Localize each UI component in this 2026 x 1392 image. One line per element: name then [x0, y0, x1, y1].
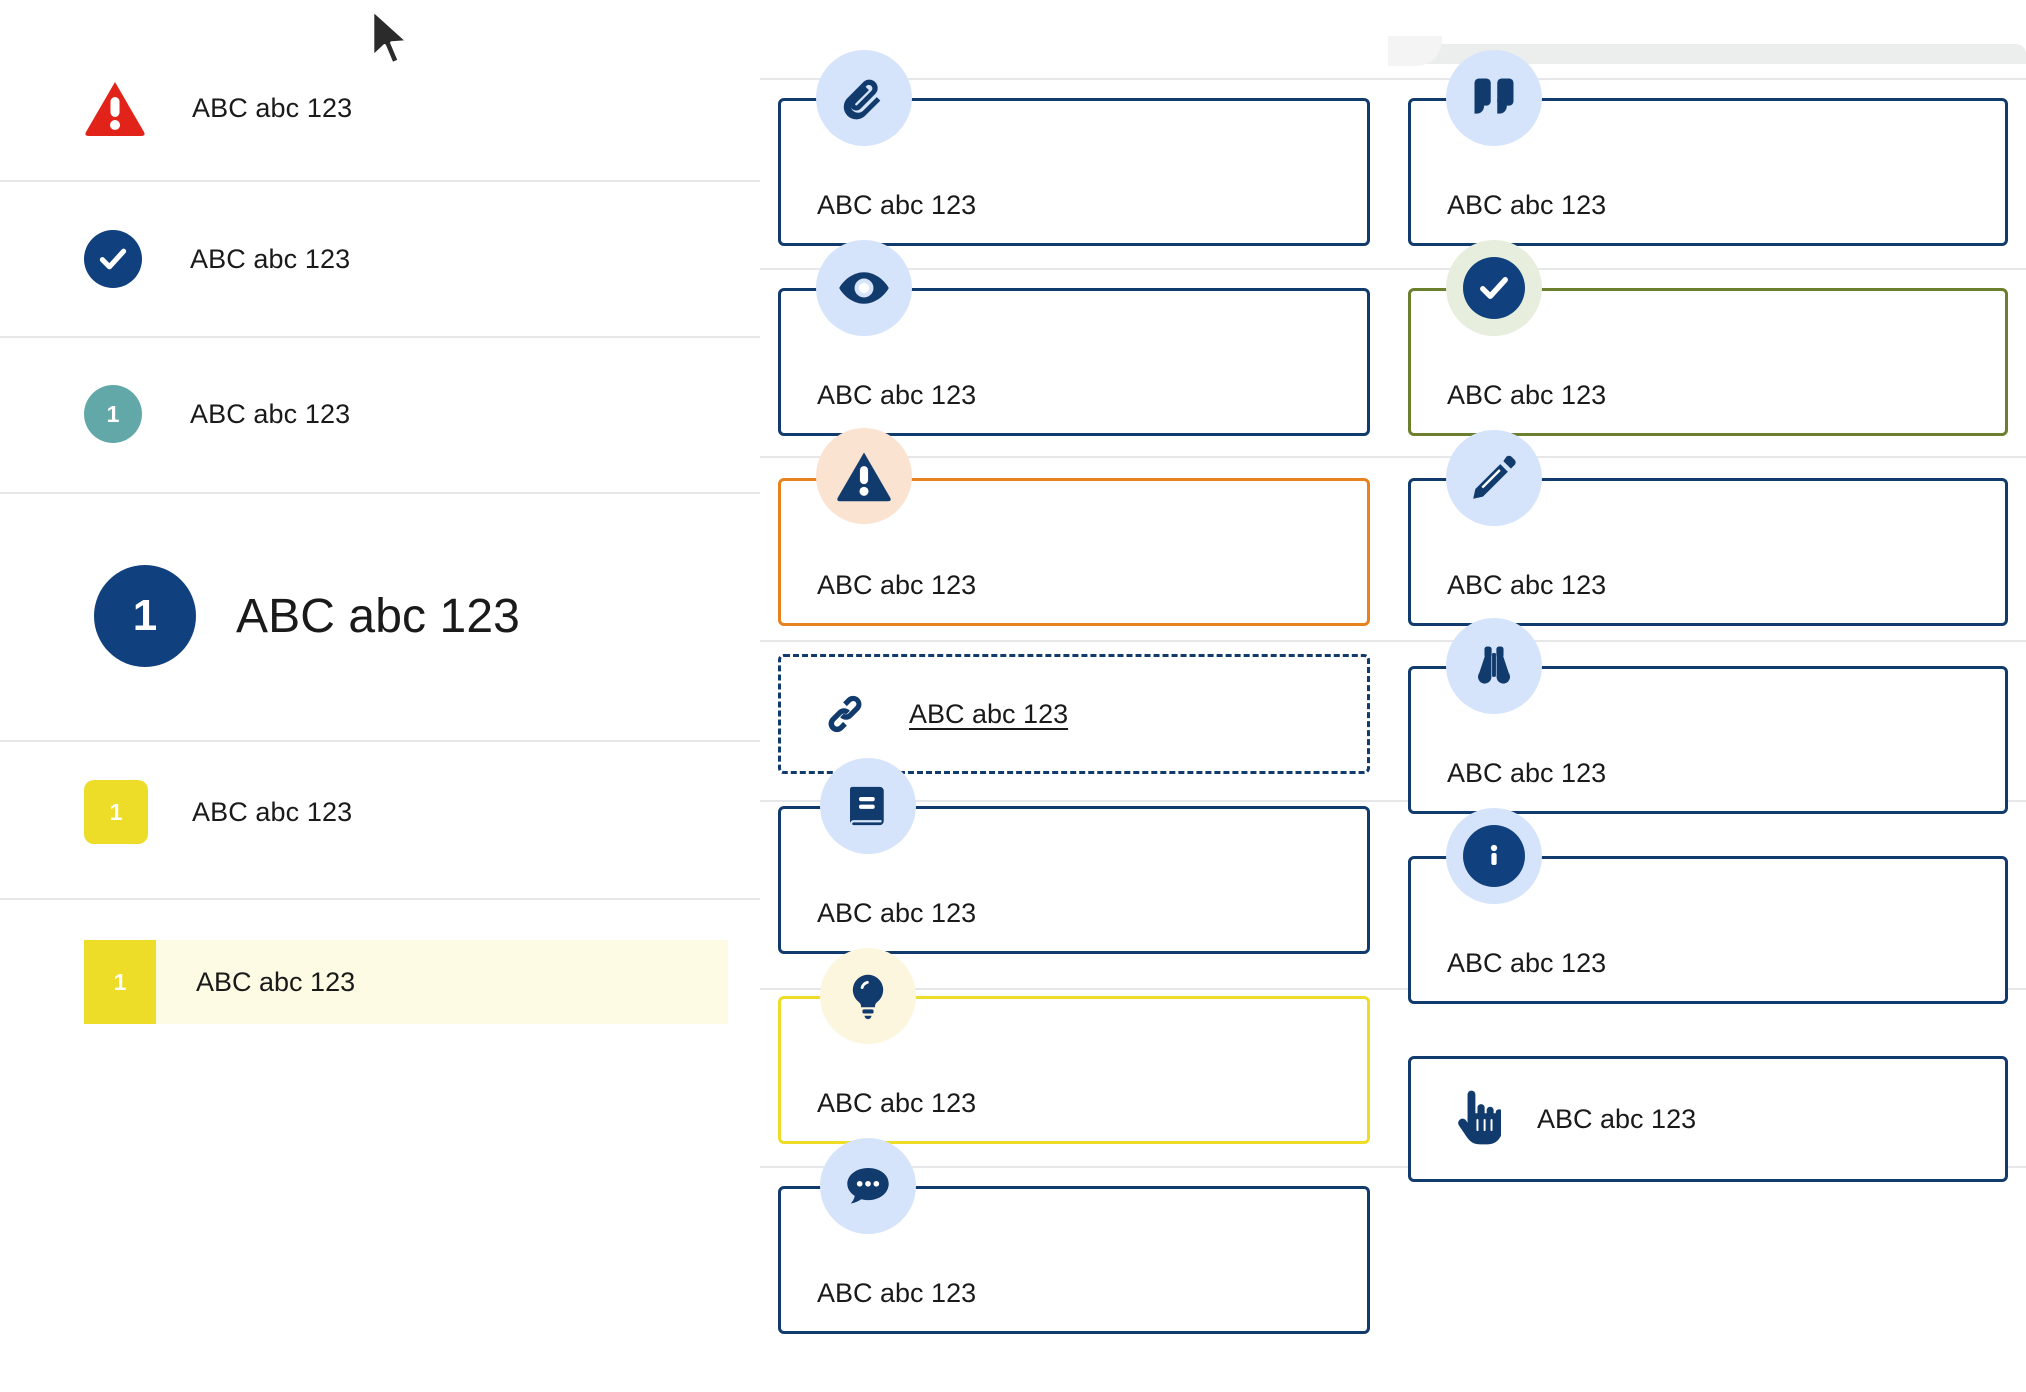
- eye-icon: [816, 240, 912, 336]
- list-item[interactable]: 1 ABC abc 123: [84, 780, 352, 844]
- card-link-label[interactable]: ABC abc 123: [909, 698, 1069, 729]
- pencil-icon: [1446, 430, 1542, 526]
- list-item-label: ABC abc 123: [190, 398, 351, 429]
- badge-number: 1: [132, 591, 158, 640]
- card-label: ABC abc 123: [1447, 570, 1607, 600]
- warning-icon: [816, 428, 912, 524]
- divider: [760, 988, 2026, 990]
- card-label: ABC abc 123: [1447, 758, 1607, 788]
- card-label: ABC abc 123: [1447, 948, 1607, 978]
- divider: [760, 456, 2026, 458]
- mouse-pointer-icon: [370, 8, 414, 70]
- card-edit[interactable]: ABC abc 123: [1408, 478, 2008, 626]
- card-label: ABC abc 123: [1447, 380, 1607, 410]
- badge-number: 1: [113, 968, 127, 995]
- list-item[interactable]: ABC abc 123: [84, 80, 352, 136]
- card-action[interactable]: ABC abc 123: [1408, 1056, 2008, 1182]
- card-label: ABC abc 123: [817, 380, 977, 410]
- paperclip-icon: [816, 50, 912, 146]
- badge-number: 1: [109, 798, 123, 825]
- list-item-highlighted[interactable]: 1 ABC abc 123: [84, 940, 728, 1024]
- divider: [0, 180, 760, 182]
- lightbulb-icon: [820, 948, 916, 1044]
- check-icon: [1446, 240, 1542, 336]
- left-list: ABC abc 123 ABC abc 123 1 ABC abc 123 1 …: [0, 0, 760, 1392]
- number-circle-icon: 1: [84, 385, 142, 443]
- warning-triangle-icon: [84, 80, 146, 136]
- divider: [0, 336, 760, 338]
- number-circle-icon: 1: [94, 565, 196, 667]
- divider: [760, 640, 2026, 642]
- link-icon: [817, 686, 873, 742]
- panel-top-edge: [1392, 44, 2026, 64]
- list-item-label: ABC abc 123: [236, 589, 520, 643]
- card-label: ABC abc 123: [1537, 1103, 1697, 1134]
- divider: [0, 740, 760, 742]
- card-documentation[interactable]: ABC abc 123: [778, 806, 1370, 954]
- number-block-icon: 1: [84, 940, 156, 1024]
- list-item-label: ABC abc 123: [192, 92, 353, 123]
- badge-number: 1: [106, 400, 120, 427]
- book-icon: [820, 758, 916, 854]
- divider: [760, 78, 2026, 80]
- divider: [760, 268, 2026, 270]
- info-icon: [1446, 808, 1542, 904]
- list-item[interactable]: 1 ABC abc 123: [94, 565, 520, 667]
- quote-icon: [1446, 50, 1542, 146]
- card-label: ABC abc 123: [817, 898, 977, 928]
- card-attachment[interactable]: ABC abc 123: [778, 98, 1370, 246]
- card-label: ABC abc 123: [1447, 190, 1607, 220]
- divider: [760, 1166, 2026, 1168]
- card-visibility[interactable]: ABC abc 123: [778, 288, 1370, 436]
- list-item-label: ABC abc 123: [196, 966, 356, 997]
- divider: [760, 800, 2026, 802]
- card-label: ABC abc 123: [817, 1088, 977, 1118]
- divider: [0, 898, 760, 900]
- number-square-icon: 1: [84, 780, 148, 844]
- comment-icon: [820, 1138, 916, 1234]
- card-label: ABC abc 123: [817, 570, 977, 600]
- card-tip[interactable]: ABC abc 123: [778, 996, 1370, 1144]
- check-circle-icon: [84, 230, 142, 288]
- list-item-label: ABC abc 123: [192, 796, 353, 827]
- list-item[interactable]: 1 ABC abc 123: [84, 385, 350, 443]
- card-warning[interactable]: ABC abc 123: [778, 478, 1370, 626]
- card-link[interactable]: ABC abc 123: [778, 654, 1370, 774]
- list-item[interactable]: ABC abc 123: [84, 230, 350, 288]
- binoculars-icon: [1446, 618, 1542, 714]
- card-label: ABC abc 123: [817, 190, 977, 220]
- hand-pointer-icon: [1447, 1089, 1501, 1149]
- card-label: ABC abc 123: [817, 1278, 977, 1308]
- divider: [0, 492, 760, 494]
- list-item-label: ABC abc 123: [190, 243, 351, 274]
